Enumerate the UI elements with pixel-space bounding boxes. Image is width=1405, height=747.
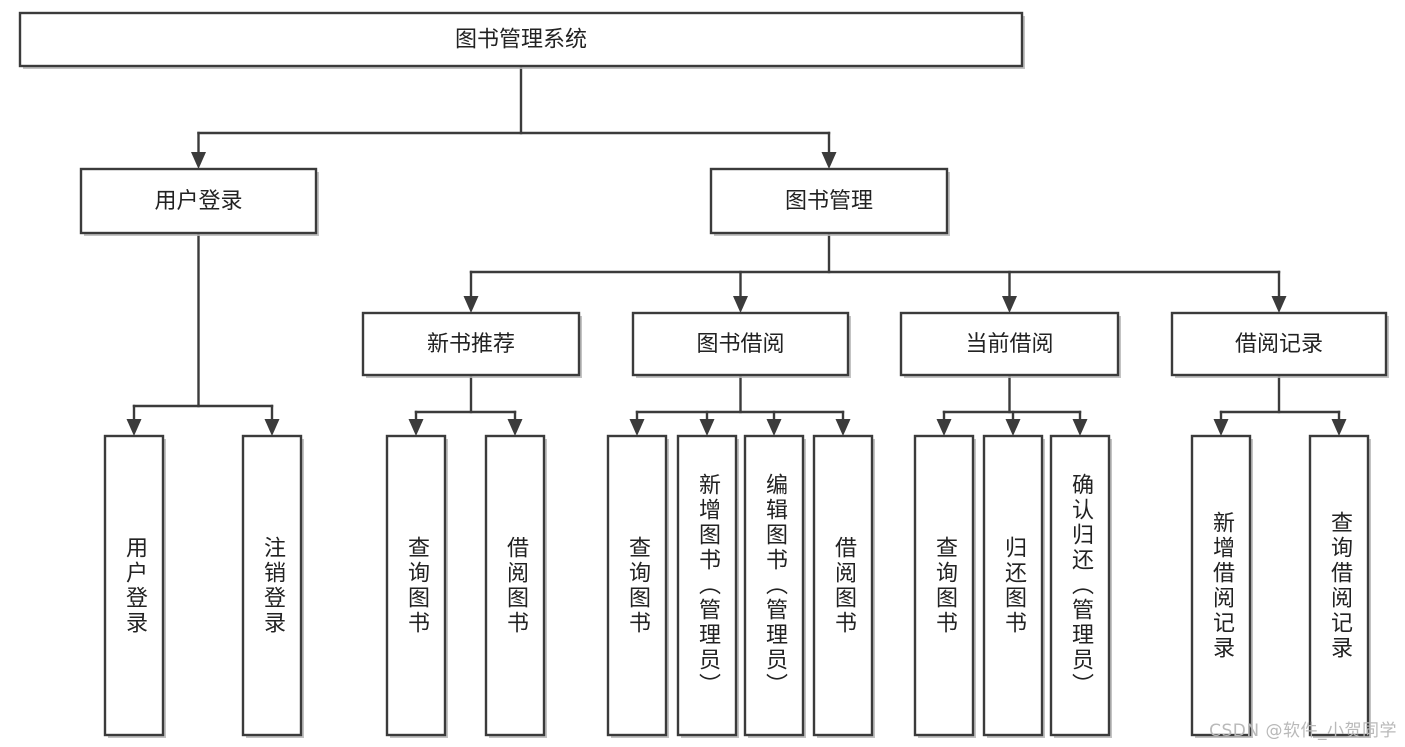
arrow-head-icon: [1331, 419, 1347, 436]
node-l3-新书推荐-0[interactable]: [361, 311, 581, 377]
arrow-head-icon: [936, 419, 952, 436]
arrow-head-icon: [1213, 419, 1229, 436]
node-leaf-编辑图书管理员-6[interactable]: [743, 434, 805, 737]
node-l3-图书借阅-1[interactable]: [631, 311, 850, 377]
node-label-l2-0: 用户登录: [154, 189, 242, 214]
node-label-l3-0: 新书推荐: [427, 332, 515, 357]
node-label-root-0: 图书管理系统: [455, 28, 587, 53]
node-leaf-归还图书-9[interactable]: [982, 434, 1044, 737]
node-l2-用户登录-0[interactable]: [79, 167, 318, 235]
node-root-图书管理系统-0[interactable]: [18, 11, 1024, 68]
arrow-head-icon: [463, 296, 479, 313]
arrow-head-icon: [408, 419, 424, 436]
node-leaf-确认归还管理员-10[interactable]: [1049, 434, 1111, 737]
node-label-l2-1: 图书管理: [785, 189, 873, 214]
arrow-head-icon: [1072, 419, 1088, 436]
arrow-head-icon: [1002, 296, 1017, 313]
node-leaf-查询图书-8[interactable]: [913, 434, 975, 737]
node-l2-图书管理-1[interactable]: [709, 167, 949, 235]
csdn-watermark: CSDN @软件_小贺同学: [1209, 721, 1397, 741]
node-leaf-查询借阅记录-12[interactable]: [1308, 434, 1370, 737]
node-leaf-注销登录-1[interactable]: [241, 434, 303, 737]
node-leaf-新增借阅记录-11[interactable]: [1190, 434, 1252, 737]
node-leaf-新增图书管理员-5[interactable]: [676, 434, 738, 737]
arrow-head-icon: [191, 152, 206, 169]
node-label-l3-1: 图书借阅: [696, 332, 784, 357]
boxes-layer: [18, 11, 1389, 738]
connectors-layer: [126, 64, 1347, 436]
arrow-head-icon: [821, 152, 837, 169]
arrow-head-icon: [699, 419, 715, 436]
arrow-head-icon: [1271, 296, 1287, 313]
node-leaf-借阅图书-3[interactable]: [484, 434, 546, 737]
arrow-head-icon: [1005, 419, 1021, 436]
node-l3-当前借阅-2[interactable]: [899, 311, 1120, 377]
node-leaf-用户登录-0[interactable]: [103, 434, 165, 737]
node-leaf-查询图书-2[interactable]: [385, 434, 447, 737]
arrow-head-icon: [507, 419, 523, 436]
arrow-head-icon: [126, 419, 142, 436]
arrow-head-icon: [733, 296, 748, 313]
node-label-l3-2: 当前借阅: [965, 332, 1053, 357]
arrow-head-icon: [766, 419, 782, 436]
arrow-head-icon: [629, 419, 645, 436]
node-leaf-借阅图书-7[interactable]: [812, 434, 874, 737]
node-leaf-查询图书-4[interactable]: [606, 434, 668, 737]
node-label-l3-3: 借阅记录: [1235, 332, 1323, 357]
arrow-head-icon: [835, 419, 851, 436]
arrow-head-icon: [264, 419, 280, 436]
node-l3-借阅记录-3[interactable]: [1170, 311, 1388, 377]
